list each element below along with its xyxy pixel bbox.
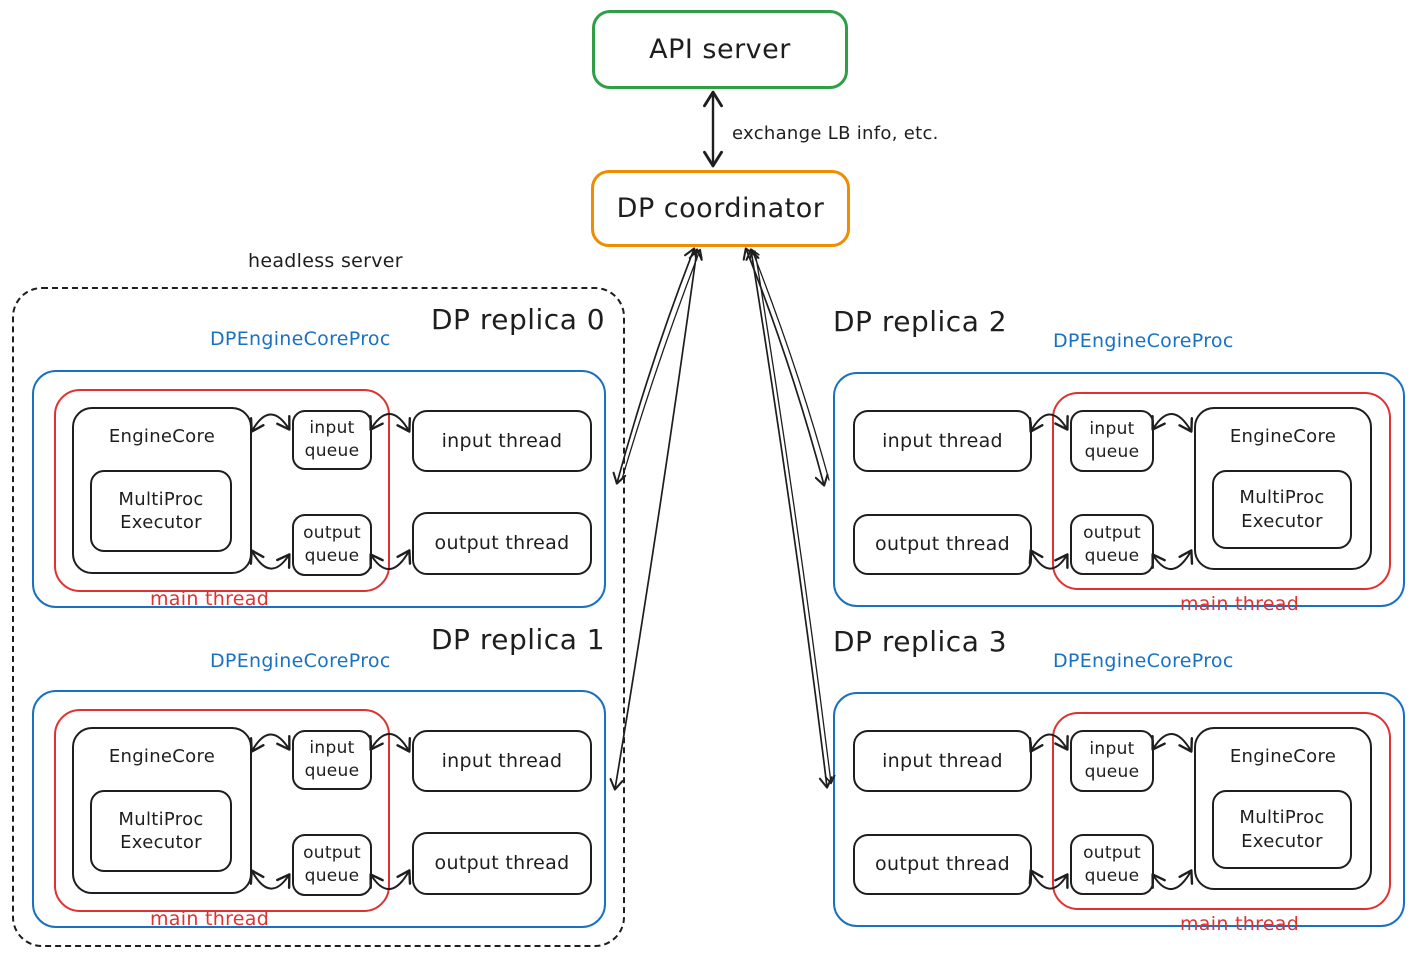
output-queue-label: output queue xyxy=(1083,842,1141,886)
multiproc-executor-label: MultiProc Executor xyxy=(118,808,204,853)
replica-3-input-thread-box: input thread xyxy=(853,730,1032,792)
replica-1-input-queue-box: input queue xyxy=(292,730,372,790)
replica-2-output-thread-box: output thread xyxy=(853,514,1032,575)
replica-3-input-queue-box: input queue xyxy=(1070,730,1154,792)
replica-2-output-queue-box: output queue xyxy=(1070,514,1154,575)
output-queue-label: output queue xyxy=(303,843,361,886)
replica-2-title: DP replica 2 xyxy=(833,305,1008,338)
replica-1-main-thread-label: main thread xyxy=(150,908,270,930)
engine-core-label: EngineCore xyxy=(108,426,216,447)
exchange-note: exchange LB info, etc. xyxy=(732,123,939,144)
replica-3-main-thread-boundary xyxy=(1052,712,1391,910)
replica-0-output-queue-box: output queue xyxy=(292,514,372,576)
input-thread-label: input thread xyxy=(882,749,1003,772)
input-queue-label: input queue xyxy=(304,738,360,781)
replica-0-input-queue-box: input queue xyxy=(292,410,372,470)
replica-0-main-thread-label: main thread xyxy=(150,588,270,610)
api-server-label: API server xyxy=(649,34,791,65)
replica-3-multiproc-executor-box: MultiProc Executor xyxy=(1212,790,1352,869)
arrow-replica-2-coordinator xyxy=(749,248,830,481)
input-queue-label: input queue xyxy=(1084,419,1140,462)
arrow-coordinator-replica-1 xyxy=(609,248,703,791)
input-queue-label: input queue xyxy=(1084,739,1140,782)
replica-3-box: input thread output thread input queue o… xyxy=(833,692,1405,935)
input-thread-label: input thread xyxy=(441,429,563,452)
replica-1-multiproc-executor-box: MultiProc Executor xyxy=(90,790,232,872)
replica-1-input-thread-box: input thread xyxy=(412,730,592,792)
arrow-replica-0-coordinator xyxy=(621,248,703,480)
output-thread-label: output thread xyxy=(434,532,570,555)
replica-2-main-thread-label: main thread xyxy=(1180,593,1300,615)
dp-coordinator-box: DP coordinator xyxy=(591,170,850,247)
multiproc-executor-label: MultiProc Executor xyxy=(118,488,204,533)
output-queue-label: output queue xyxy=(1083,522,1141,566)
replica-0-main-thread-boundary xyxy=(54,389,390,592)
replica-1-output-queue-box: output queue xyxy=(292,834,372,896)
replica-1-main-thread-boundary xyxy=(54,709,390,912)
replica-3-output-thread-box: output thread xyxy=(853,834,1032,895)
replica-0-title: DP replica 0 xyxy=(431,303,606,336)
input-thread-label: input thread xyxy=(441,749,563,772)
engine-core-label: EngineCore xyxy=(108,746,216,767)
headless-server-label: headless server xyxy=(248,250,403,272)
multiproc-executor-label: MultiProc Executor xyxy=(1239,807,1325,852)
replica-3-main-thread-label: main thread xyxy=(1180,913,1300,935)
replica-1-title: DP replica 1 xyxy=(431,623,606,656)
replica-3-proc-label: DPEngineCoreProc xyxy=(1053,650,1234,672)
engine-core-label: EngineCore xyxy=(1229,426,1337,447)
multiproc-executor-label: MultiProc Executor xyxy=(1239,487,1325,532)
replica-0-multiproc-executor-box: MultiProc Executor xyxy=(90,470,232,552)
replica-3-title: DP replica 3 xyxy=(833,625,1008,658)
replica-1-box: EngineCore MultiProc Executor input queu… xyxy=(32,690,606,930)
output-thread-label: output thread xyxy=(875,533,1010,556)
replica-1-proc-label: DPEngineCoreProc xyxy=(210,650,391,672)
input-thread-label: input thread xyxy=(882,429,1003,452)
engine-core-label: EngineCore xyxy=(1229,746,1337,767)
replica-2-multiproc-executor-box: MultiProc Executor xyxy=(1212,470,1352,549)
replica-0-box: EngineCore MultiProc Executor input queu… xyxy=(32,370,606,610)
replica-2-input-thread-box: input thread xyxy=(853,410,1032,472)
output-thread-label: output thread xyxy=(434,852,570,875)
replica-0-input-thread-box: input thread xyxy=(412,410,592,472)
input-queue-label: input queue xyxy=(304,418,360,461)
replica-0-proc-label: DPEngineCoreProc xyxy=(210,328,391,350)
arrow-coordinator-replica-2 xyxy=(742,247,829,487)
arrow-replica-3-coordinator xyxy=(754,250,836,785)
replica-2-input-queue-box: input queue xyxy=(1070,410,1154,472)
replica-2-main-thread-boundary xyxy=(1052,392,1391,590)
output-queue-label: output queue xyxy=(303,523,361,566)
dp-coordinator-label: DP coordinator xyxy=(616,193,825,224)
arrow-coordinator-replica-3 xyxy=(745,248,833,789)
replica-3-output-queue-box: output queue xyxy=(1070,834,1154,895)
api-server-box: API server xyxy=(592,10,848,89)
output-thread-label: output thread xyxy=(875,853,1010,876)
arrow-coordinator-replica-0 xyxy=(612,247,698,485)
replica-2-proc-label: DPEngineCoreProc xyxy=(1053,330,1234,352)
replica-2-box: input thread output thread input queue o… xyxy=(833,372,1405,615)
replica-0-output-thread-box: output thread xyxy=(412,512,592,575)
replica-1-output-thread-box: output thread xyxy=(412,832,592,895)
